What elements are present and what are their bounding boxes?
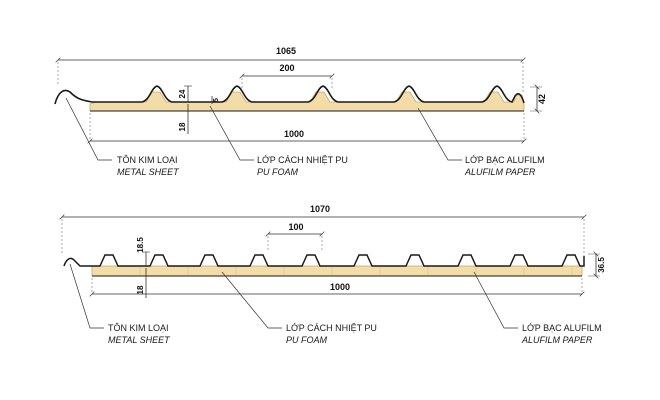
panel-1-label-metal-en: METAL SHEET (117, 167, 180, 177)
panel-2: 1070 100 18.5 18 36.5 1000 (62, 204, 606, 345)
panel-2-label-metal-vi: TÔN KIM LOẠI (108, 323, 169, 333)
panel-1-label-foam-en: PU FOAM (257, 167, 299, 177)
panel-1-dim-pitch: 200 (242, 63, 332, 88)
panel-1-dim-minor: 5 (211, 96, 220, 104)
panel-2-pitch: 100 (288, 222, 303, 232)
panel-1-minor: 5 (213, 98, 220, 102)
panel-1-rib-height: 24 (178, 89, 187, 98)
panel-1-label-metal-vi: TÔN KIM LOẠI (117, 155, 178, 165)
panel-2-height: 36.5 (597, 257, 606, 273)
panel-1-dim-effective: 1000 (90, 113, 524, 141)
panel-2-label-alufilm-en: ALUFILM PAPER (521, 335, 593, 345)
panel-2-dim-effective: 1000 (92, 278, 582, 294)
panel-1-metal-sheet (54, 85, 525, 105)
panel-2-total-width: 1070 (310, 204, 330, 214)
panel-1-foam-height: 18 (178, 122, 187, 131)
panel-2-label-foam-en: PU FOAM (286, 335, 328, 345)
panel-2-rib-height: 18.5 (136, 237, 145, 253)
panel-2-label-alufilm-vi: LỚP BẠC ALUFILM (522, 323, 602, 333)
panel-1-label-alufilm-vi: LỚP BẠC ALUFILM (465, 155, 545, 165)
panel-1-pitch: 200 (279, 63, 294, 73)
panel-1-dim-rib: 24 (178, 85, 192, 102)
panel-1-dim-foam: 18 (178, 104, 189, 134)
panel-1-label-alufilm-en: ALUFILM PAPER (464, 167, 536, 177)
panel-2-foam-height: 18 (136, 285, 145, 294)
panel-2-label-metal-en: METAL SHEET (108, 335, 171, 345)
panel-2-dim-total: 1070 (62, 204, 584, 258)
panel-2-dim-pitch: 100 (268, 222, 322, 250)
panel-2-metal-sheet (63, 254, 585, 267)
panel-2-foam (91, 265, 583, 277)
panel-1-total-width: 1065 (276, 46, 296, 56)
panel-1-height: 42 (537, 94, 547, 104)
panel-1-dim-total: 1065 (58, 46, 523, 94)
panel-1-effective-width: 1000 (284, 129, 304, 139)
panel-2-label-foam-vi: LỚP CÁCH NHIỆT PU (286, 323, 377, 333)
panel-1: 1065 200 24 5 18 42 (54, 46, 547, 177)
panel-2-effective-width: 1000 (330, 282, 350, 292)
panel-1-label-foam-vi: LỚP CÁCH NHIỆT PU (257, 155, 348, 165)
panel-2-dim-height: 36.5 (588, 254, 606, 276)
panel-2-dim-rib: 18.5 (136, 237, 150, 266)
panel-1-dim-height: 42 (530, 87, 547, 111)
